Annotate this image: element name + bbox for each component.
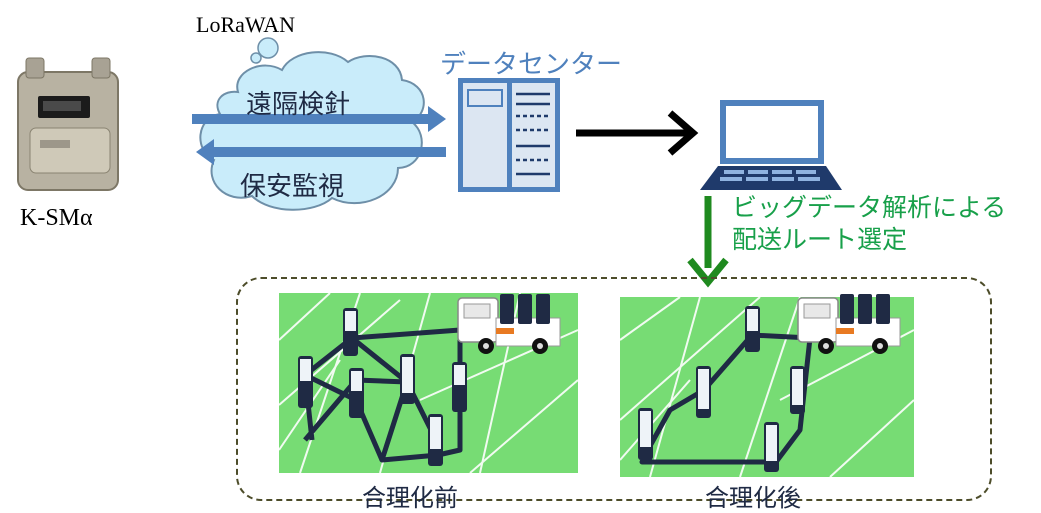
datacenter-label: データセンター	[440, 50, 623, 80]
analysis-arrow-head	[687, 257, 729, 288]
device-label: K-SMα	[20, 205, 93, 231]
datacenter-server-icon	[458, 78, 560, 192]
analysis-text: ビッグデータ解析による 配送ルート選定	[732, 192, 1006, 256]
before-caption: 合理化前	[362, 484, 458, 512]
upload-arrow-head	[428, 106, 446, 132]
analysis-text-line1: ビッグデータ解析による	[732, 193, 1007, 222]
map-before	[278, 292, 579, 474]
download-arrow-head	[196, 139, 214, 165]
analysis-text-line2: 配送ルート選定	[732, 225, 908, 254]
cloud-text-remote-reading: 遠隔検針	[246, 90, 351, 120]
map-after	[619, 294, 915, 478]
cloud-text-safety-monitoring: 保安監視	[240, 172, 345, 202]
delivery-truck-icon-before	[457, 294, 561, 354]
comparison-frame	[236, 277, 992, 501]
gas-meter-icon	[17, 57, 119, 191]
delivery-truck-icon-after	[797, 294, 901, 354]
transfer-arrow-head	[667, 110, 699, 156]
laptop-icon	[700, 100, 842, 190]
lorawan-label: LoRaWAN	[196, 12, 295, 37]
after-caption: 合理化後	[705, 484, 801, 512]
